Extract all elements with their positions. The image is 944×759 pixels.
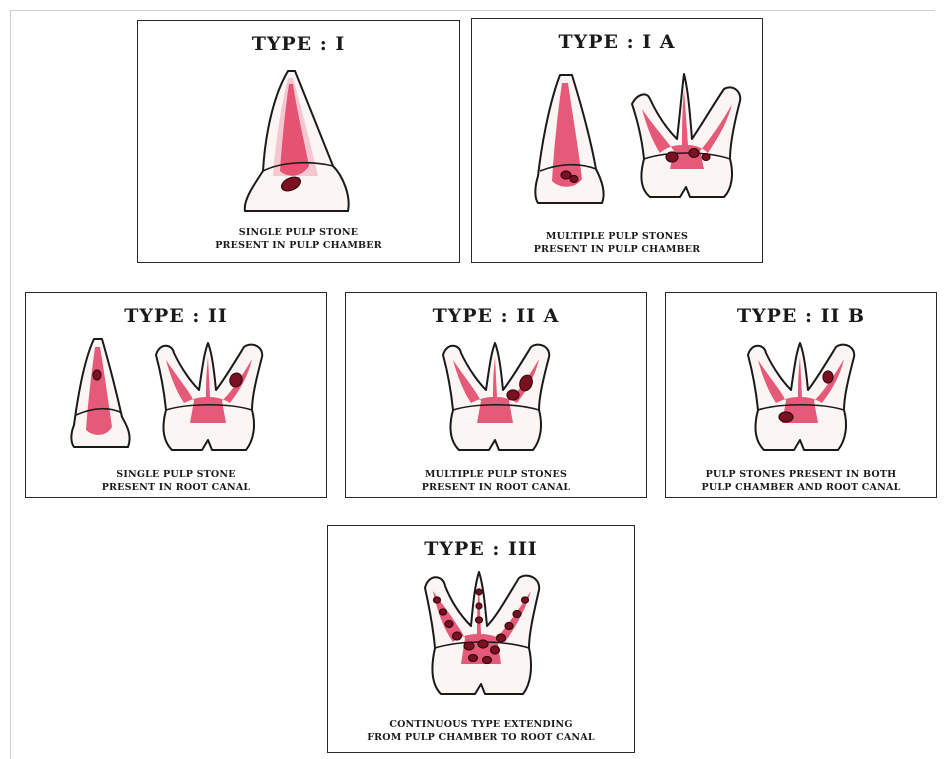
panel-type-3: TYPE : III CONTINUOUS TYPE EXTENDING FRO… bbox=[327, 525, 635, 753]
panel-title: TYPE : II B bbox=[666, 305, 936, 327]
panel-title: TYPE : I bbox=[138, 33, 459, 55]
incisor-illustration bbox=[66, 335, 136, 450]
panel-type-2a: TYPE : II A MULTIPLE PULP STONES PRESENT… bbox=[345, 292, 647, 498]
panel-title: TYPE : II A bbox=[346, 305, 646, 327]
panel-caption: SINGLE PULP STONE PRESENT IN ROOT CANAL bbox=[30, 468, 322, 494]
molar-illustration bbox=[413, 566, 553, 701]
panel-title: TYPE : II bbox=[26, 305, 326, 327]
molar-illustration bbox=[622, 69, 752, 204]
panel-title: TYPE : III bbox=[328, 538, 634, 560]
panel-type-2: TYPE : II SINGLE PULP STONE PRESENT IN R… bbox=[25, 292, 327, 498]
panel-caption: CONTINUOUS TYPE EXTENDING FROM PULP CHAM… bbox=[332, 718, 630, 744]
molar-illustration bbox=[431, 335, 561, 455]
incisor-illustration bbox=[233, 66, 363, 216]
panel-caption: MULTIPLE PULP STONES PRESENT IN ROOT CAN… bbox=[350, 468, 642, 494]
incisor-illustration bbox=[530, 71, 610, 206]
molar-illustration bbox=[736, 335, 866, 455]
panel-caption: SINGLE PULP STONE PRESENT IN PULP CHAMBE… bbox=[142, 226, 455, 252]
molar-illustration bbox=[144, 335, 274, 455]
panel-type-1a: TYPE : I A MULTIPLE PULP STONES PRESENT … bbox=[471, 18, 763, 263]
panel-caption: PULP STONES PRESENT IN BOTH PULP CHAMBER… bbox=[670, 468, 932, 494]
panel-caption: MULTIPLE PULP STONES PRESENT IN PULP CHA… bbox=[476, 230, 758, 256]
panel-title: TYPE : I A bbox=[472, 31, 762, 53]
panel-type-2b: TYPE : II B PULP STONES PRESENT IN BOTH … bbox=[665, 292, 937, 498]
panel-type-1: TYPE : I SINGLE PULP STONE PRESENT IN PU… bbox=[137, 20, 460, 263]
